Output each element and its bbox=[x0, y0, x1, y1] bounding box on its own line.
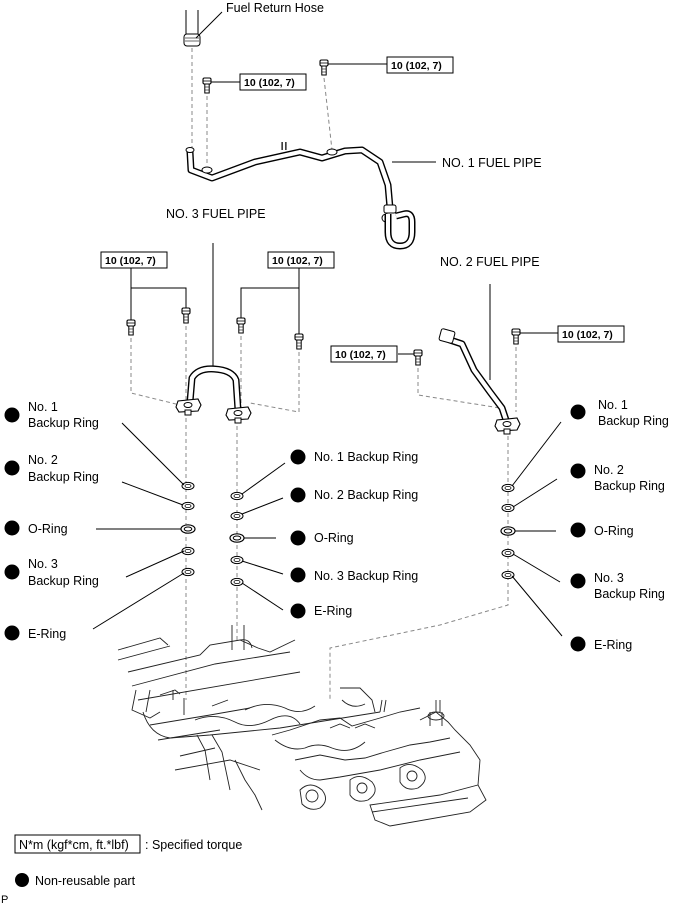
ring-icon bbox=[181, 567, 195, 577]
fuel-return-hose-label: Fuel Return Hose bbox=[226, 1, 324, 15]
non-reusable-icon bbox=[4, 460, 20, 476]
non-reusable-icon bbox=[570, 573, 586, 589]
ring-label: No. 2 bbox=[594, 463, 624, 477]
ring-label: No. 2 Backup Ring bbox=[314, 488, 418, 502]
no2-fuel-pipe bbox=[438, 328, 521, 435]
ring-icon bbox=[230, 555, 244, 565]
non-reusable-icon bbox=[290, 449, 306, 465]
ring-icon bbox=[230, 577, 244, 587]
right-ring-labels: No. 1 Backup Ring No. 2 Backup Ring O-Ri… bbox=[511, 398, 669, 652]
no1-fuel-pipe bbox=[185, 142, 416, 250]
torque-box bbox=[386, 56, 454, 74]
torque-spec: 10 (102, 7) bbox=[244, 77, 295, 89]
legend-torque-desc: : Specified torque bbox=[145, 838, 242, 852]
ring-label: E-Ring bbox=[594, 638, 632, 652]
corner-mark: P bbox=[1, 894, 8, 906]
ring-label: Backup Ring bbox=[594, 587, 665, 601]
fuel-return-hose bbox=[183, 10, 223, 47]
ring-label: No. 3 bbox=[28, 557, 58, 571]
ring-label: No. 2 bbox=[28, 453, 58, 467]
torque-box bbox=[239, 73, 307, 91]
legend-torque-unit: N*m (kgf*cm, ft.*lbf) bbox=[19, 838, 129, 852]
ring-label: O-Ring bbox=[28, 522, 68, 536]
torque-spec: 10 (102, 7) bbox=[105, 255, 156, 267]
ring-icon bbox=[501, 548, 515, 558]
bolt-icon bbox=[294, 333, 304, 350]
left-ring-labels: No. 1 Backup Ring No. 2 Backup Ring O-Ri… bbox=[4, 400, 185, 641]
bolt-icon bbox=[511, 328, 521, 345]
ring-icon bbox=[181, 501, 195, 511]
torque-box bbox=[100, 251, 168, 269]
ring-label: No. 3 Backup Ring bbox=[314, 569, 418, 583]
bolt-icon bbox=[181, 307, 191, 324]
ring-label: E-Ring bbox=[314, 604, 352, 618]
ring-label: Backup Ring bbox=[28, 574, 99, 588]
ring-label: Backup Ring bbox=[594, 479, 665, 493]
legend-nonreusable-desc: Non-reusable part bbox=[35, 874, 136, 888]
torque-spec: 10 (102, 7) bbox=[335, 349, 386, 361]
non-reusable-icon bbox=[290, 567, 306, 583]
torque-spec: 10 (102, 7) bbox=[391, 60, 442, 72]
non-reusable-icon bbox=[570, 522, 586, 538]
center-ring-labels: No. 1 Backup Ring No. 2 Backup Ring O-Ri… bbox=[241, 449, 418, 619]
legend: N*m (kgf*cm, ft.*lbf) : Specified torque… bbox=[1, 834, 242, 906]
ring-label: No. 1 Backup Ring bbox=[314, 450, 418, 464]
torque-box bbox=[557, 325, 625, 343]
ring-label: Backup Ring bbox=[598, 414, 669, 428]
ring-icon bbox=[181, 481, 195, 491]
ring-label: No. 3 bbox=[594, 571, 624, 585]
torque-unit-box bbox=[14, 834, 141, 854]
ring-label: No. 1 bbox=[598, 398, 628, 412]
ring-label: E-Ring bbox=[28, 627, 66, 641]
no3-fuel-pipe bbox=[175, 365, 252, 424]
torque-spec: 10 (102, 7) bbox=[562, 329, 613, 341]
bolt-icon bbox=[236, 317, 246, 334]
engine-block bbox=[117, 625, 487, 827]
ring-icon bbox=[500, 526, 516, 536]
ring-icon bbox=[501, 570, 515, 580]
ring-label: Backup Ring bbox=[28, 416, 99, 430]
no1-fuel-pipe-label: NO. 1 FUEL PIPE bbox=[442, 156, 542, 170]
non-reusable-icon bbox=[290, 530, 306, 546]
non-reusable-icon bbox=[290, 487, 306, 503]
non-reusable-icon bbox=[570, 404, 586, 420]
ring-stack-left bbox=[180, 481, 196, 577]
torque-spec: 10 (102, 7) bbox=[272, 255, 323, 267]
non-reusable-icon bbox=[4, 625, 20, 641]
ring-label: O-Ring bbox=[594, 524, 634, 538]
ring-label: O-Ring bbox=[314, 531, 354, 545]
non-reusable-icon bbox=[570, 463, 586, 479]
bolt-icon bbox=[319, 59, 329, 76]
non-reusable-icon bbox=[15, 873, 29, 887]
no3-fuel-pipe-label: NO. 3 FUEL PIPE bbox=[166, 207, 266, 221]
bolt-icon bbox=[413, 349, 423, 366]
non-reusable-icon bbox=[570, 636, 586, 652]
ring-icon bbox=[180, 524, 196, 534]
ring-label: Backup Ring bbox=[28, 470, 99, 484]
no2-fuel-pipe-label: NO. 2 FUEL PIPE bbox=[440, 255, 540, 269]
ring-icon bbox=[230, 511, 244, 521]
bolt-icon bbox=[202, 77, 212, 94]
non-reusable-icon bbox=[4, 407, 20, 423]
non-reusable-icon bbox=[4, 564, 20, 580]
torque-box bbox=[267, 251, 335, 269]
ring-label: No. 1 bbox=[28, 400, 58, 414]
non-reusable-icon bbox=[4, 520, 20, 536]
torque-box bbox=[330, 345, 398, 363]
bolt-icon bbox=[126, 319, 136, 336]
ring-icon bbox=[230, 491, 244, 501]
ring-icon bbox=[501, 503, 515, 513]
ring-icon bbox=[229, 533, 245, 543]
non-reusable-icon bbox=[290, 603, 306, 619]
